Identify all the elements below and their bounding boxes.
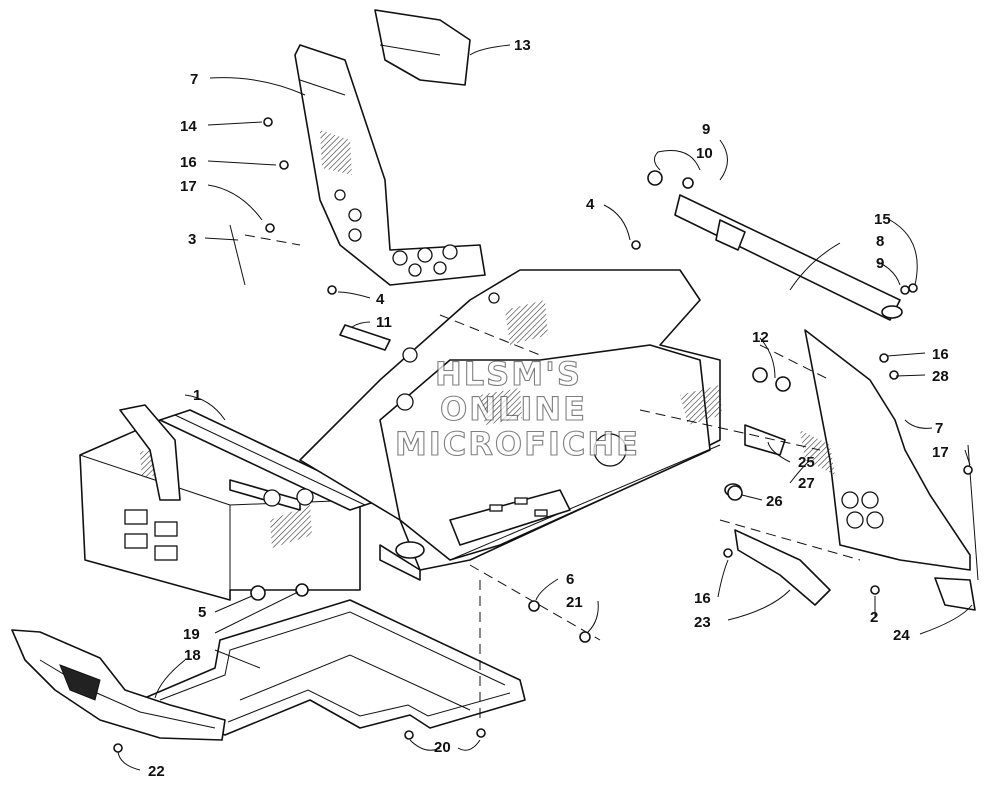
callouts: 1 2 3 4 4 5 6 7 7 8 9 9 10 11 12 13 14 1… [148,37,949,780]
callout-16: 16 [180,154,197,171]
callout-6: 6 [566,571,574,588]
watermark-line-1: HLSM'S [435,355,582,393]
callout-9: 9 [702,121,710,138]
callout-17: 17 [180,178,197,195]
callout-22: 22 [148,763,165,780]
fasteners [113,117,973,753]
callout-12: 12 [752,329,769,346]
callout-13: 13 [514,37,531,54]
callout-28: 28 [932,368,949,385]
watermark-line-3: MICROFICHE [395,425,640,463]
callout-17: 17 [932,444,949,461]
callout-26: 26 [766,493,783,510]
assembly-lines [244,234,861,720]
callout-11: 11 [376,314,392,331]
main-chassis [79,269,722,601]
leader-lines [117,44,973,771]
callout-21: 21 [566,594,583,611]
callout-1: 1 [193,387,201,404]
callout-25: 25 [798,454,815,471]
callout-14: 14 [180,118,197,135]
crossbar [647,170,903,321]
callout-15: 15 [874,211,891,228]
callout-19: 19 [183,626,200,643]
callout-18: 18 [184,647,201,664]
watermark: HLSM'S ONLINE MICROFICHE [394,354,640,463]
watermark-line-2: ONLINE [440,390,587,428]
callout-4: 4 [586,196,595,213]
steering-support [294,9,486,286]
callout-4: 4 [376,291,385,308]
callout-7: 7 [190,71,198,88]
callout-23: 23 [694,614,711,631]
callout-20: 20 [434,739,451,756]
callout-5: 5 [198,604,206,621]
callout-10: 10 [696,145,713,162]
belly-pan [139,599,526,736]
front-bumper [11,629,226,741]
callout-3: 3 [188,231,196,248]
callout-16: 16 [694,590,711,607]
callout-9: 9 [876,255,884,272]
right-plate [724,329,979,611]
callout-24: 24 [893,627,910,644]
callout-27: 27 [798,475,815,492]
callout-16: 16 [932,346,949,363]
callout-7: 7 [935,420,943,437]
callout-8: 8 [876,233,884,250]
callout-2: 2 [870,609,878,626]
